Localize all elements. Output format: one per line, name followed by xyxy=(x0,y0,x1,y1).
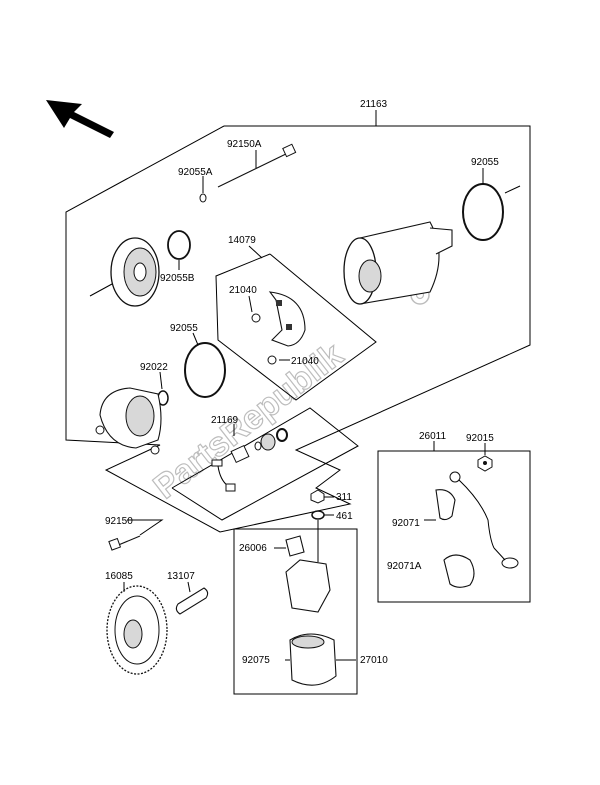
label-bolt-short: 92150 xyxy=(105,516,133,527)
starter-cable xyxy=(424,471,519,588)
label-cap-a: 92071 xyxy=(392,518,420,529)
label-washer: 92022 xyxy=(140,362,168,373)
rear-housing xyxy=(95,387,162,455)
label-relay: 27010 xyxy=(360,655,388,666)
label-gear: 16085 xyxy=(105,571,133,582)
label-shaft: 13107 xyxy=(167,571,195,582)
relay-frame xyxy=(233,528,358,695)
label-nut: 311 xyxy=(336,492,352,503)
motor-oring xyxy=(462,168,504,241)
label-connector: 26006 xyxy=(239,543,267,554)
brush-plate xyxy=(268,291,306,347)
shaft xyxy=(175,581,209,615)
label-oring-right: 92055 xyxy=(471,157,499,168)
assembly-frame xyxy=(65,110,531,533)
label-cable-assy: 26011 xyxy=(419,431,447,442)
long-bolt xyxy=(217,143,297,188)
label-brush-bottom: 21040 xyxy=(291,356,319,367)
label-brush-holder: 14079 xyxy=(228,235,256,246)
relay-cover xyxy=(285,633,356,686)
brush-set-frame xyxy=(171,407,359,521)
watermark: PartsRepublik xyxy=(146,335,351,507)
direction-arrow-icon xyxy=(46,100,114,138)
relay-body xyxy=(285,520,331,613)
short-bolt xyxy=(108,519,164,551)
label-nut-cable: 92015 xyxy=(466,433,494,444)
label-washer-small: 461 xyxy=(336,511,353,522)
washer-461 xyxy=(311,510,334,520)
svg-text:PartsRepublik: PartsRepublik xyxy=(147,336,351,507)
label-relay-cover: 92075 xyxy=(242,655,270,666)
label-oring-small: 92055A xyxy=(178,167,213,178)
motor-body xyxy=(343,185,521,305)
brush-top xyxy=(248,295,261,323)
label-cap-b: 92071A xyxy=(387,561,422,572)
label-assembly: 21163 xyxy=(360,99,388,110)
brush-bottom xyxy=(267,355,290,365)
mid-oring xyxy=(184,332,226,398)
label-brush-set: 21169 xyxy=(211,415,239,426)
endcap-oring xyxy=(167,230,191,270)
nut-311 xyxy=(310,489,334,504)
small-oring xyxy=(199,176,207,203)
brush-set-parts xyxy=(211,428,288,492)
end-cap xyxy=(89,237,160,307)
gear xyxy=(106,582,168,675)
label-brush-top: 21040 xyxy=(229,285,257,296)
cable-nut xyxy=(477,443,493,472)
brush-holder-frame xyxy=(215,245,377,401)
label-bolt-long: 92150A xyxy=(227,139,262,150)
cable-frame xyxy=(377,441,531,603)
connector xyxy=(274,535,305,557)
part-labels: 21163 92150A 92055A 92055 92055B 14079 2… xyxy=(105,99,499,666)
label-oring-endcap: 92055B xyxy=(160,273,195,284)
label-oring-mid: 92055 xyxy=(170,323,198,334)
